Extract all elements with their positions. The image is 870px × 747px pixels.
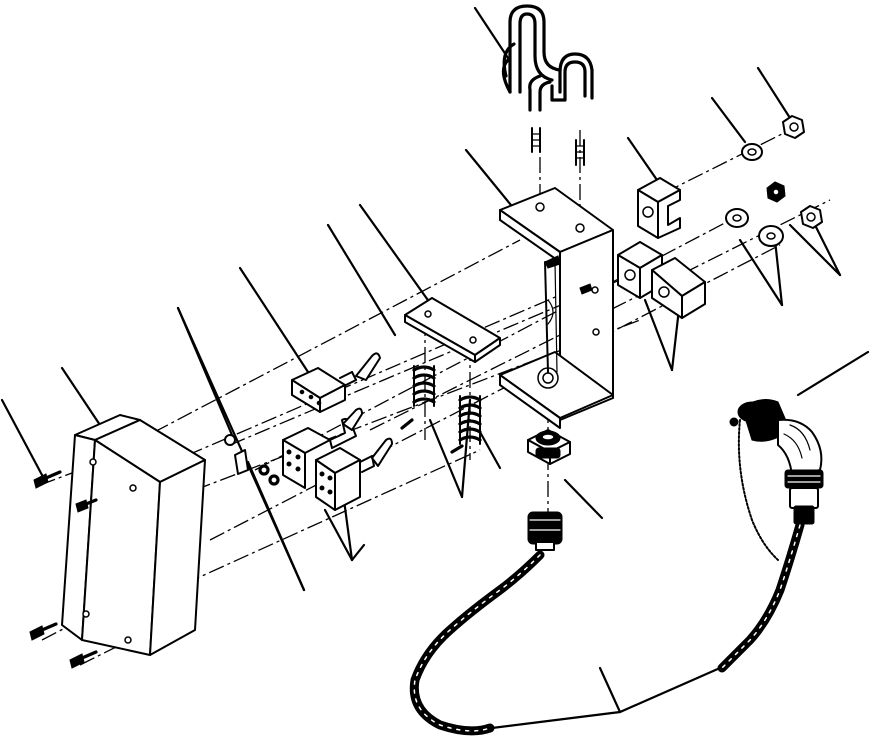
- lock-washer-middle: [726, 209, 748, 227]
- receptacle-connector: [528, 430, 570, 464]
- hex-nut-middle: [767, 182, 785, 202]
- elbow-plug-connector: [730, 400, 823, 560]
- toggle-switch-upper: [292, 353, 380, 412]
- switch-guard-cover: [62, 415, 205, 655]
- toggle-switch-pair: [283, 409, 392, 510]
- lock-washer-top: [742, 144, 762, 160]
- u-bolt-handle: [503, 6, 592, 165]
- coiled-cable-assembly: [414, 512, 800, 731]
- spring-pins: [402, 420, 462, 452]
- cover-screw: [30, 472, 96, 668]
- mounting-bracket: [500, 188, 613, 428]
- leader-lines: [2, 8, 868, 728]
- compression-spring-right: [460, 396, 480, 444]
- lock-washer-lower: [759, 226, 783, 246]
- hex-nut-right: [801, 206, 822, 228]
- switch-hardware: [225, 435, 278, 484]
- switch-plate: [405, 298, 500, 362]
- clamp-block-lower: [618, 242, 705, 318]
- clamp-block-upper: [638, 178, 680, 238]
- compression-spring-left: [414, 366, 434, 406]
- hex-nut-top: [783, 116, 804, 138]
